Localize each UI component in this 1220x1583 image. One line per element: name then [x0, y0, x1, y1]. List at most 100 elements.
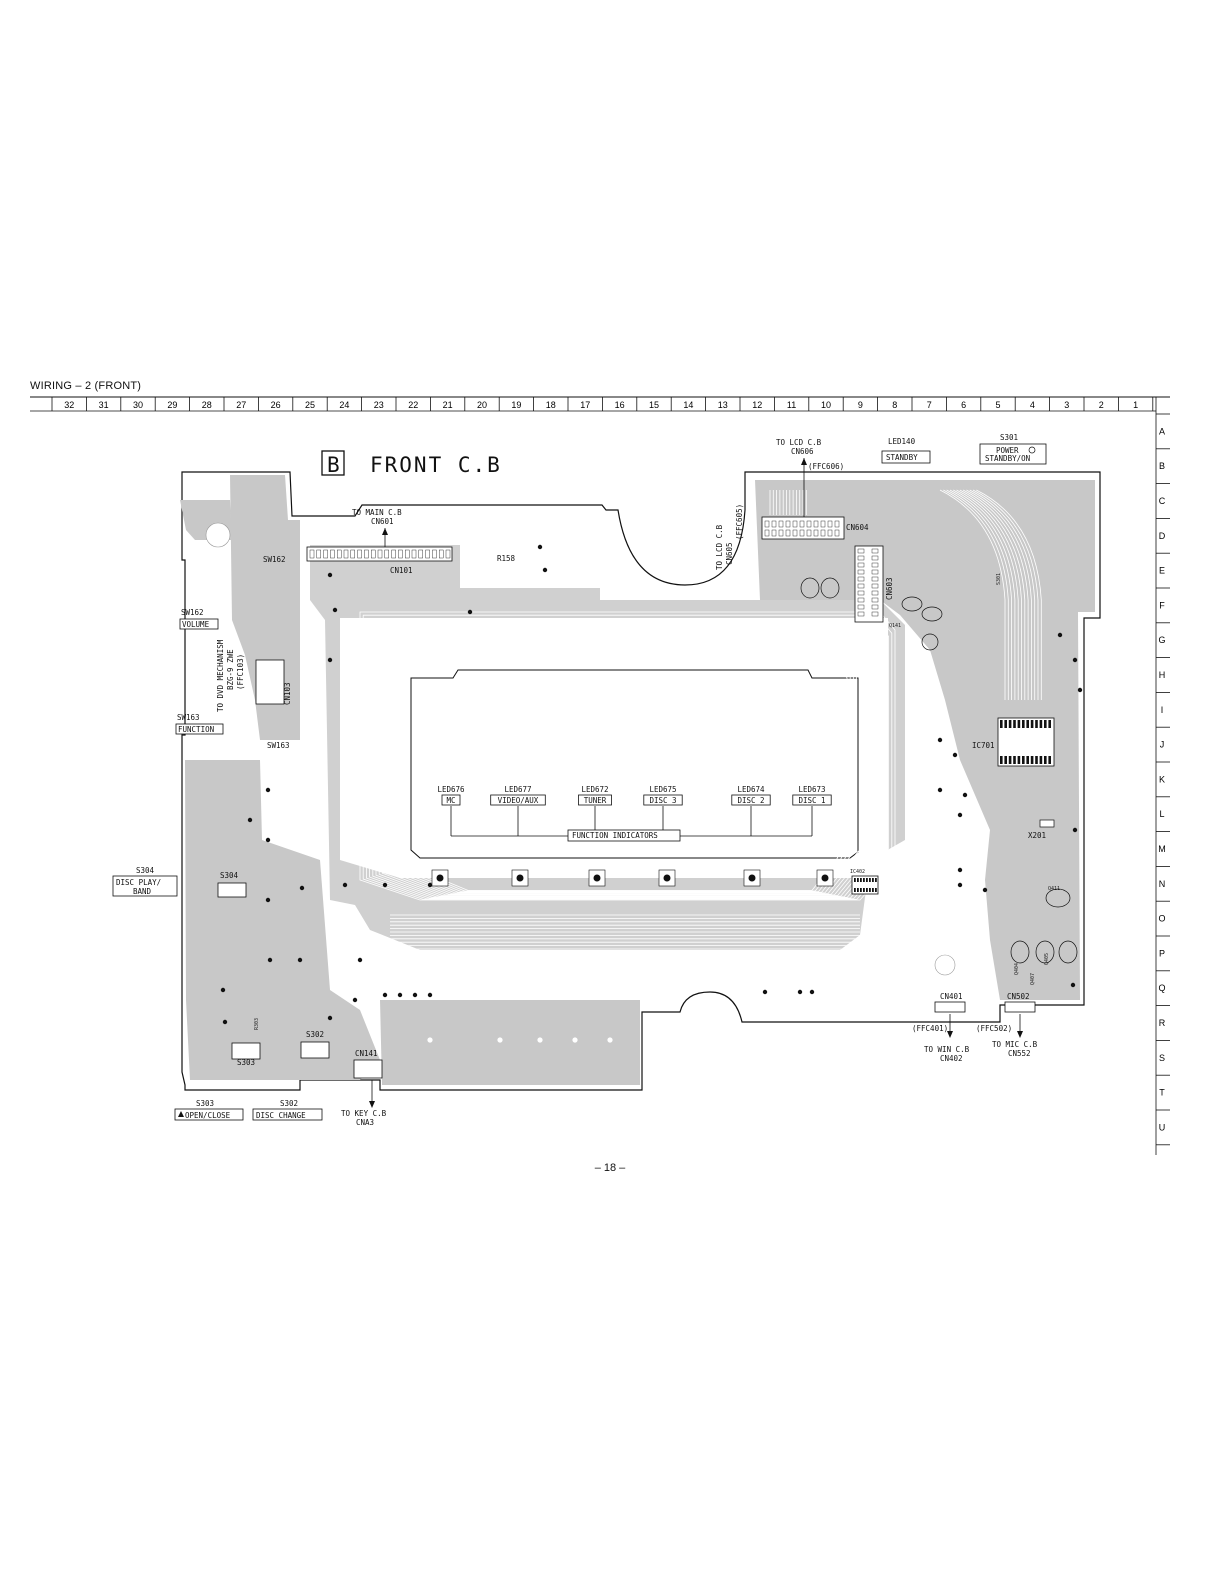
grid-row-label: C	[1159, 496, 1166, 506]
mic-line1: TO MIC C.B	[992, 1040, 1038, 1049]
volume-label: VOLUME	[182, 620, 210, 629]
dvd-line2: BZG-9 ZWE	[226, 649, 235, 690]
cn603-label: CN603	[885, 577, 894, 600]
cn502-label: CN502	[1007, 992, 1030, 1001]
s302-onboard: S302	[306, 1030, 324, 1039]
s302-ref: S302	[280, 1099, 298, 1108]
grid-row-label: F	[1159, 600, 1165, 610]
lcd-top-ffc: (FFC606)	[808, 462, 844, 471]
grid-row-label: I	[1161, 705, 1164, 715]
dvd-connector-group: TO DVD MECHANISM BZG-9 ZWE (FFC103) CN10…	[216, 639, 292, 712]
grid-row-label: T	[1159, 1088, 1165, 1098]
cn604-label: CN604	[846, 523, 869, 532]
indicator-box	[792, 794, 832, 806]
grid-column-label: 22	[408, 400, 418, 410]
grid-column-label: 19	[511, 400, 521, 410]
grid-row-label: Q	[1158, 983, 1165, 993]
grid-row-label: S	[1159, 1053, 1165, 1063]
grid-row-label: K	[1159, 774, 1165, 784]
eject-icon	[178, 1111, 184, 1117]
grid-column-label: 1	[1133, 400, 1138, 410]
cn401-label: CN401	[940, 992, 963, 1001]
indicator-box	[490, 794, 546, 806]
mic-connector-group: CN502 (FFC502) TO MIC C.B CN552	[976, 992, 1038, 1058]
open-close-label: OPEN/CLOSE	[185, 1111, 231, 1120]
page-number: – 18 –	[594, 1162, 626, 1174]
q141-label: Q141	[889, 623, 901, 629]
grid-column-label: 28	[202, 400, 212, 410]
indicator-box	[578, 794, 612, 806]
indicator-box	[731, 794, 771, 806]
grid-row-label: B	[1159, 461, 1165, 471]
grid-column-label: 31	[99, 400, 109, 410]
s303-onboard: S303	[237, 1058, 255, 1067]
q411-label: Q411	[1048, 886, 1060, 892]
grid-column-label: 9	[858, 400, 863, 410]
connector-main: TO MAIN C.B CN601 CN101 R158	[306, 508, 516, 575]
grid-row-label: U	[1159, 1122, 1166, 1132]
dvd-line1: TO DVD MECHANISM	[216, 639, 225, 712]
win-ffc: (FFC401)	[912, 1024, 948, 1033]
indicator-label: VIDEO/AUX	[498, 796, 539, 805]
dvd-ffc: (FFC103)	[236, 654, 245, 690]
power-label1: POWER	[996, 446, 1019, 455]
indicator-label: TUNER	[584, 796, 607, 805]
led140-label: STANDBY	[886, 453, 918, 462]
indicator-ref: LED673	[798, 785, 825, 794]
grid-column-label: 24	[339, 400, 349, 410]
grid-column-label: 14	[683, 400, 693, 410]
s303-ref: S303	[196, 1099, 214, 1108]
connector-lcd-top: TO LCD C.B CN606 (FFC606) CN604	[761, 438, 869, 540]
ic402-group: IC402	[850, 869, 879, 895]
lcd-side-line2: CN605	[725, 542, 734, 565]
grid-row-label: A	[1159, 426, 1165, 436]
cn103-label: CN103	[283, 682, 292, 705]
ic701-label: IC701	[972, 741, 995, 750]
board-badge: B	[327, 453, 340, 477]
grid-column-label: 30	[133, 400, 143, 410]
grid-row-label: P	[1159, 948, 1165, 958]
grid-column-label: 29	[167, 400, 177, 410]
grid-column-label: 7	[927, 400, 932, 410]
bottom-switches: S303 S302 R303 S303 OPEN/CLOSE S302 DISC…	[174, 1018, 330, 1121]
indicator-ref: LED675	[649, 785, 676, 794]
display-window	[410, 669, 859, 859]
function-indicators-label: FUNCTION INDICATORS	[572, 831, 658, 840]
grid-column-label: 10	[821, 400, 831, 410]
grid-column-label: 11	[787, 400, 796, 410]
volume-group: SW162 VOLUME SW162	[179, 555, 286, 630]
power-icon	[1028, 446, 1036, 454]
grid-row-label: G	[1158, 635, 1165, 645]
transistors: Q141 Q411 Q404 Q405 Q407	[800, 577, 1078, 985]
grid-column-label: 26	[271, 400, 281, 410]
lcd-top-line2: CN606	[791, 447, 814, 456]
grid-column-label: 27	[236, 400, 246, 410]
grid-column-label: 4	[1030, 400, 1035, 410]
indicator-ref: LED674	[737, 785, 765, 794]
grid-column-label: 20	[477, 400, 487, 410]
mic-line2: CN552	[1008, 1049, 1031, 1058]
indicator-ref: LED677	[504, 785, 531, 794]
main-line1: TO MAIN C.B	[352, 508, 402, 517]
disc-change-label: DISC CHANGE	[256, 1111, 306, 1120]
grid-column-label: 12	[752, 400, 762, 410]
key-connector-group: CN141 TO KEY C.B CNA3	[341, 1049, 387, 1127]
key-line2: CNA3	[356, 1118, 374, 1127]
grid-column-label: 6	[961, 400, 966, 410]
mic-ffc: (FFC502)	[976, 1024, 1012, 1033]
indicator-ref: LED672	[581, 785, 608, 794]
board-title: FRONT C.B	[370, 453, 502, 477]
grid-column-label: 32	[64, 400, 74, 410]
r158-label: R158	[497, 554, 516, 563]
connector-lcd-side: TO LCD C.B CN605 (FFC605) CN603	[715, 504, 894, 623]
x201-label: X201	[1028, 831, 1046, 840]
win-line1: TO WIN C.B	[924, 1045, 970, 1054]
lcd-top-line1: TO LCD C.B	[776, 438, 822, 447]
s301-ref: S301	[1000, 433, 1018, 442]
lcd-side-line1: TO LCD C.B	[715, 524, 724, 570]
main-line2: CN601	[371, 517, 394, 526]
lcd-side-ffc: (FFC605)	[735, 504, 744, 540]
